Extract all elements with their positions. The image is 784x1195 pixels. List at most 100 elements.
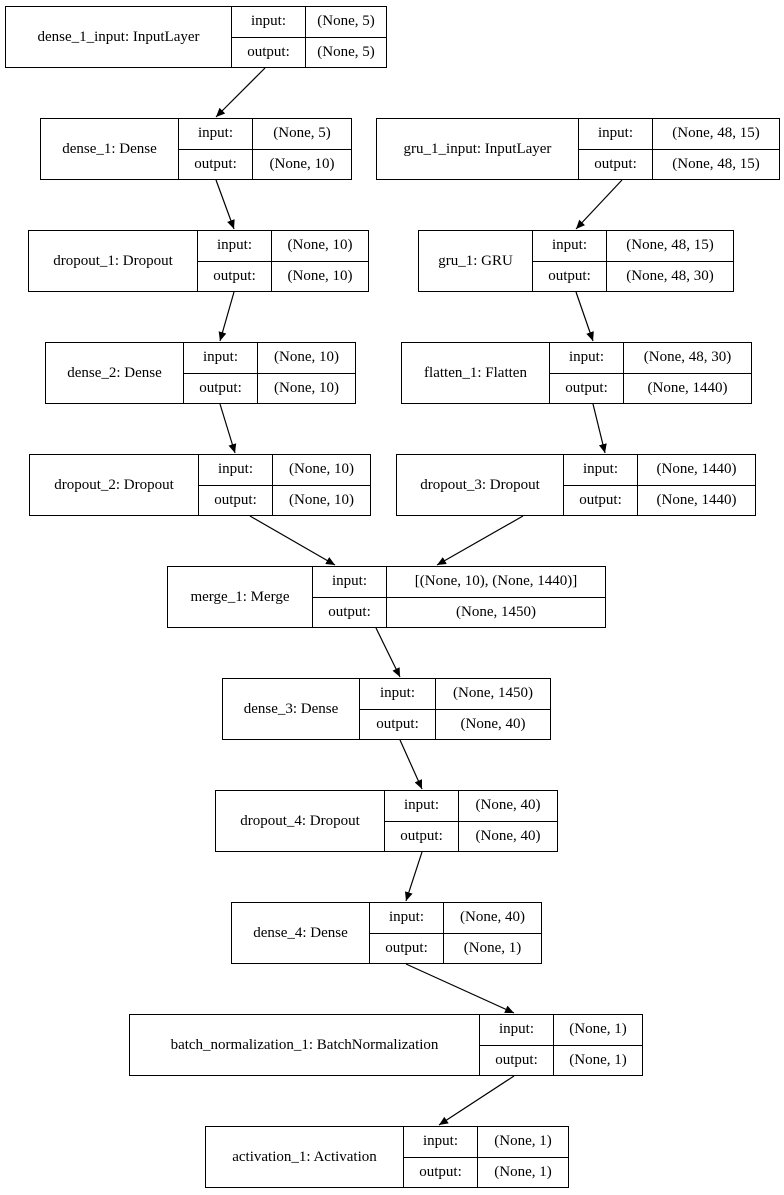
output-row: output:(None, 1)	[404, 1156, 568, 1187]
input-row: input:(None, 10)	[198, 231, 368, 261]
output-label: output:	[198, 261, 272, 291]
input-label: input:	[480, 1015, 554, 1045]
output-shape: (None, 1)	[494, 1163, 552, 1180]
edge-flatten-1-to-dropout-3	[592, 403, 607, 454]
input-shape: (None, 40)	[460, 909, 525, 926]
edge-dense-4-to-batch-normalization-1	[405, 963, 515, 1014]
edge-dense-1-input-to-dense-1	[215, 67, 266, 118]
output-label: output:	[199, 485, 273, 515]
output-label: output:	[550, 373, 624, 403]
edge-batch-normalization-1-to-activation-1	[438, 1075, 515, 1126]
output-shape: (None, 10)	[289, 491, 354, 508]
input-shape: (None, 48, 30)	[643, 349, 732, 366]
input-shape: (None, 10)	[289, 461, 354, 478]
output-label: output:	[480, 1045, 554, 1075]
output-shape: (None, 40)	[460, 715, 526, 732]
input-label: input:	[550, 343, 624, 373]
layer-name: flatten_1: Flatten	[402, 343, 550, 403]
input-shape: (None, 1)	[494, 1133, 552, 1150]
input-row: input: (None, 1)	[480, 1015, 642, 1045]
output-row: output: (None, 10)	[199, 484, 370, 515]
output-label: output:	[579, 149, 653, 179]
input-row: input: (None, 48, 30)	[550, 343, 751, 373]
edge-dropout-3-to-merge-1	[436, 515, 524, 566]
layer-name: gru_1_input: InputLayer	[377, 119, 579, 179]
layer-name: dense_1: Dense	[41, 119, 179, 179]
output-shape: (None, 1440)	[656, 491, 737, 508]
layer-name: dense_2: Dense	[46, 343, 184, 403]
edge-gru-1-input-to-gru-1	[575, 179, 623, 230]
output-shape: (None, 1450)	[456, 603, 536, 620]
output-label: output:	[370, 933, 444, 963]
input-label: input:	[579, 119, 653, 149]
output-label: output:	[385, 821, 459, 851]
input-row: input: (None, 48, 15)	[579, 119, 779, 149]
output-label: output:	[564, 485, 638, 515]
input-label: input:	[564, 455, 638, 485]
output-row: output: (None, 48, 15)	[579, 148, 779, 179]
input-shape: (None, 48, 15)	[672, 125, 760, 142]
output-shape: (None, 1)	[569, 1051, 627, 1068]
input-row: input: (None, 5)	[179, 119, 351, 149]
input-shape: (None, 1)	[569, 1021, 627, 1038]
output-label: output:	[179, 149, 253, 179]
input-shape: (None, 10)	[274, 349, 339, 366]
input-shape: (None, 48, 15)	[626, 237, 714, 254]
input-shape: (None, 5)	[317, 13, 375, 30]
edge-dense-2-to-dropout-2	[219, 403, 237, 454]
layer-name: gru_1: GRU	[419, 231, 533, 291]
output-row: output:(None, 48, 30)	[533, 260, 733, 291]
output-row: output:(None, 10)	[198, 260, 368, 291]
output-shape: (None, 48, 15)	[672, 155, 760, 172]
input-shape: [(None, 10), (None, 1440)]	[414, 573, 578, 590]
output-row: output: (None, 1)	[370, 932, 541, 963]
layer-name: dropout_3: Dropout	[397, 455, 564, 515]
input-row: input:(None, 40)	[385, 791, 557, 821]
input-label: input:	[184, 343, 258, 373]
input-row: input: [(None, 10), (None, 1440)]	[313, 567, 605, 597]
layer-name: dense_1_input: InputLayer	[6, 7, 232, 67]
edge-dropout-2-to-merge-1	[249, 515, 336, 566]
output-row: output:(None, 1440)	[550, 372, 751, 403]
input-shape: (None, 1440)	[656, 461, 737, 478]
output-row: output: (None, 1)	[480, 1044, 642, 1075]
input-row: input: (None, 10)	[184, 343, 355, 373]
output-shape: (None, 5)	[317, 43, 375, 60]
input-row: input:(None, 10)	[199, 455, 370, 485]
layer-node-batch-normalization-1: batch_normalization_1: BatchNormalizatio…	[129, 1014, 643, 1076]
edge-dense-1-to-dropout-1	[215, 179, 235, 230]
output-row: output:(None, 40)	[385, 820, 557, 851]
output-label: output:	[313, 597, 387, 627]
input-label: input:	[179, 119, 253, 149]
output-row: output: (None, 1450)	[313, 596, 605, 627]
output-label: output:	[360, 709, 436, 739]
edge-dropout-1-to-dense-2	[218, 291, 235, 342]
input-label: input:	[313, 567, 387, 597]
input-row: input:(None, 5)	[232, 7, 386, 37]
edge-gru-1-to-flatten-1	[575, 291, 594, 342]
output-shape: (None, 1)	[463, 939, 522, 956]
layer-name: dense_3: Dense	[223, 679, 360, 739]
edge-merge-1-to-dense-3	[375, 627, 401, 678]
input-shape: (None, 10)	[287, 237, 353, 254]
output-shape: (None, 10)	[269, 155, 335, 172]
edge-dropout-4-to-dense-4	[404, 851, 423, 902]
output-row: output: (None, 1440)	[564, 484, 755, 515]
input-row: input: (None, 1440)	[564, 455, 755, 485]
input-shape: (None, 40)	[475, 797, 541, 814]
output-label: output:	[533, 261, 607, 291]
input-label: input:	[360, 679, 436, 709]
input-label: input:	[370, 903, 444, 933]
layer-name: dense_4: Dense	[232, 903, 370, 963]
input-shape: (None, 5)	[273, 125, 331, 142]
